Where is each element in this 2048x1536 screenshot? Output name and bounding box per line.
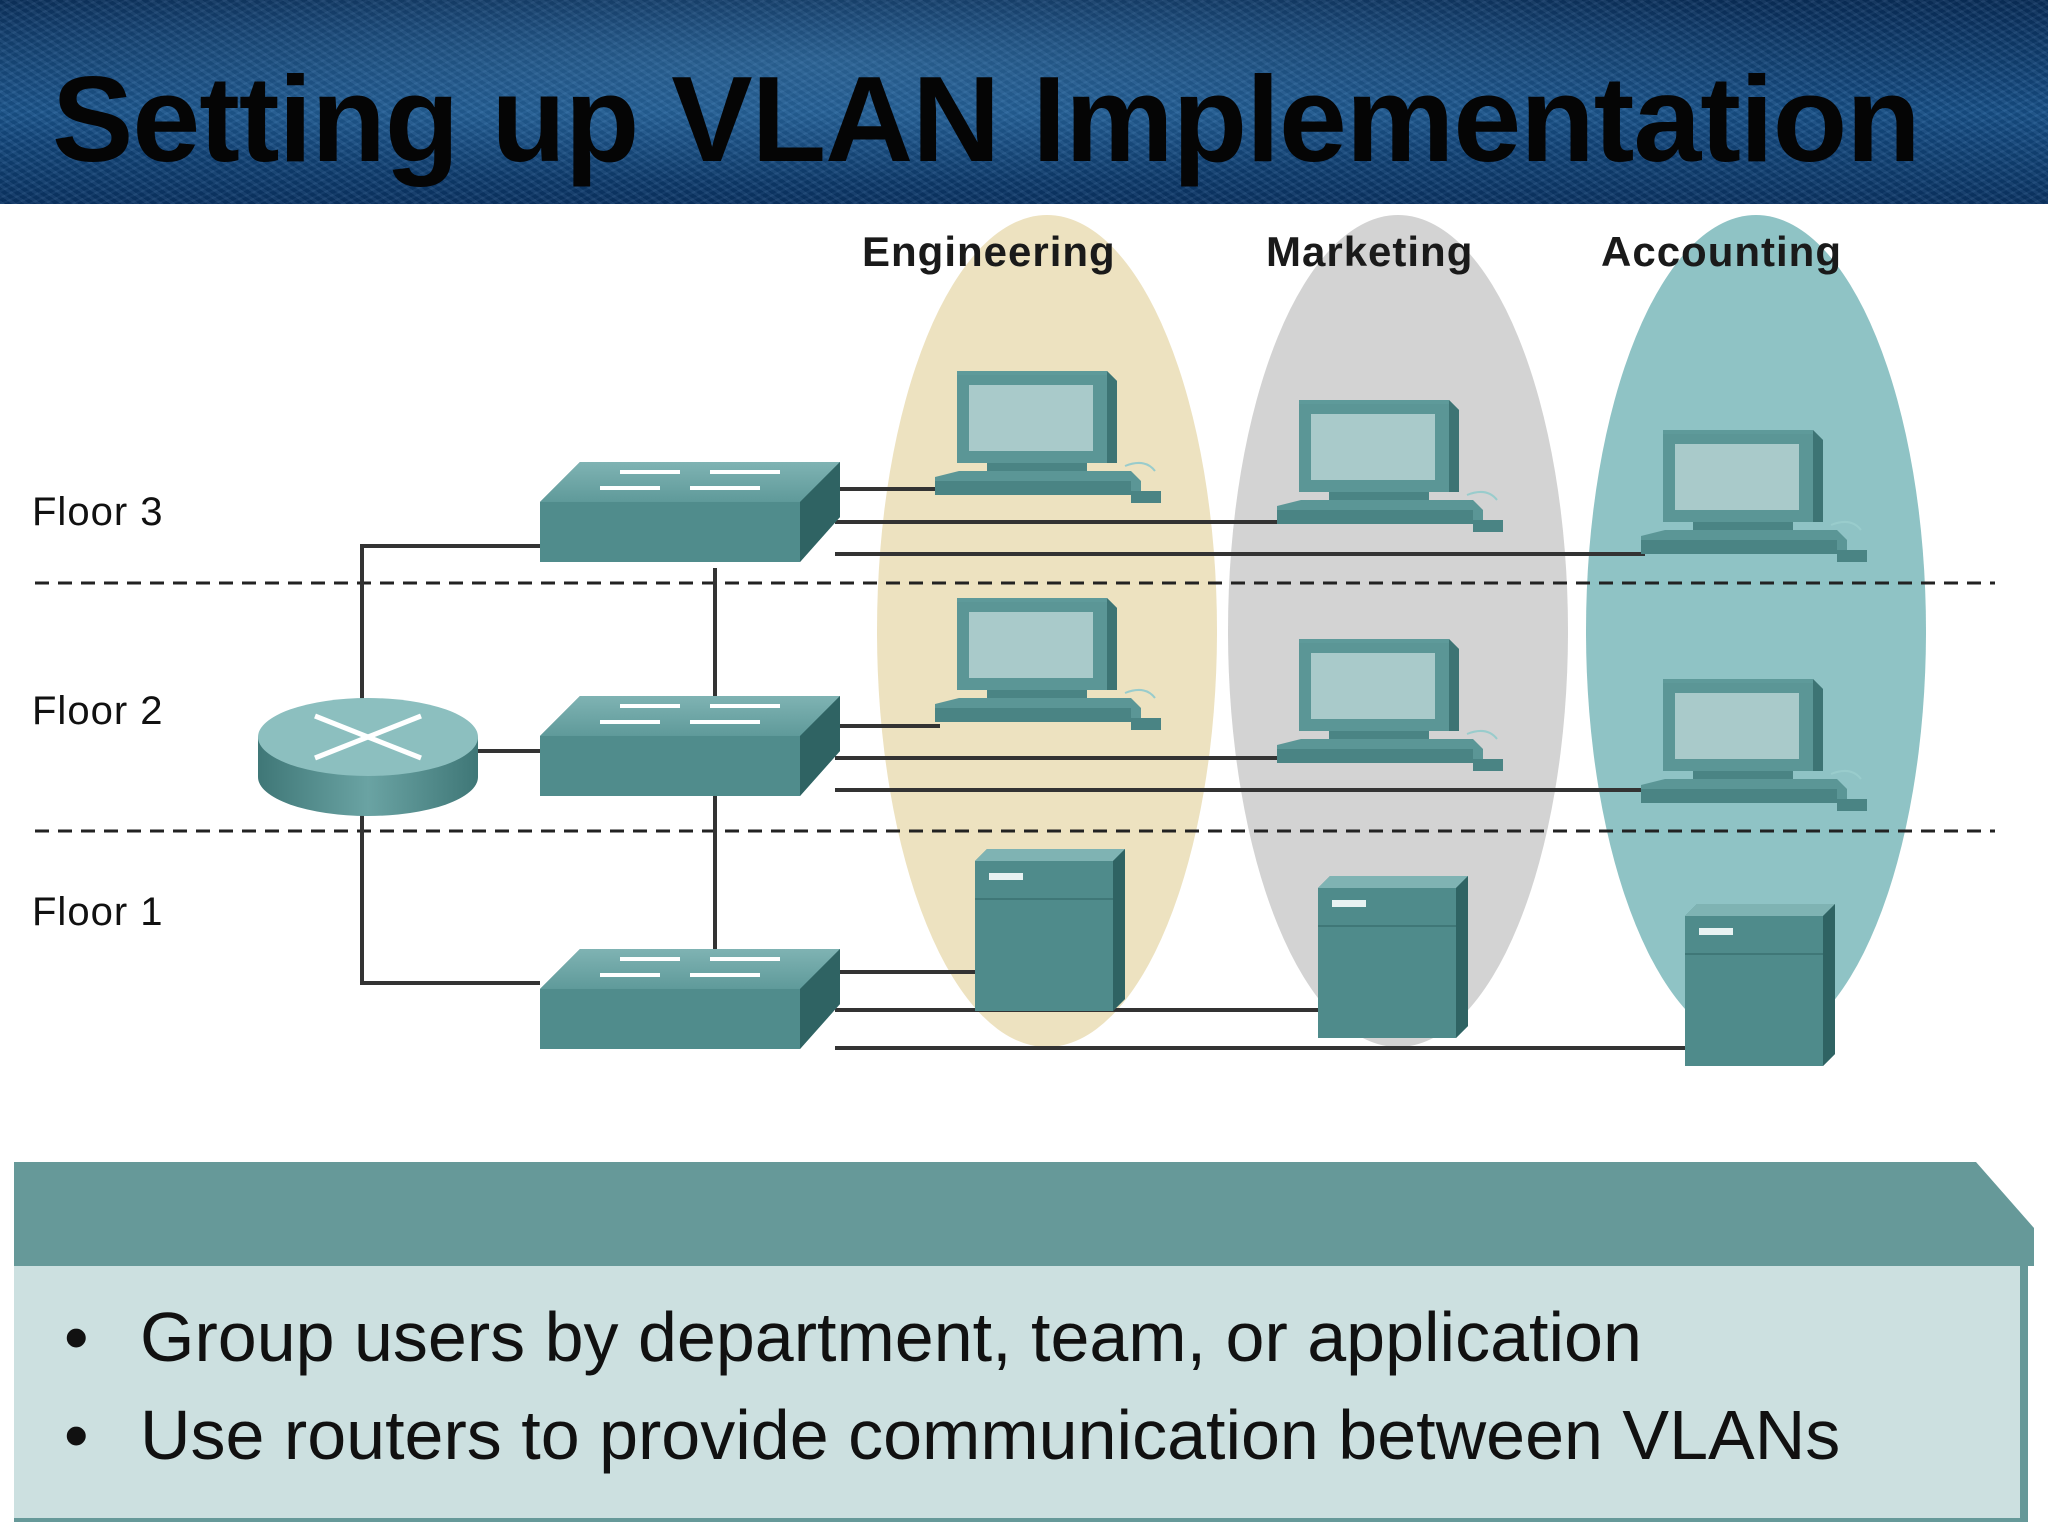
server-icon [1317,875,1469,1039]
bullet-text: Group users by department, team, or appl… [140,1298,1642,1376]
floor-label-3: Floor 3 [32,490,164,534]
floor-label-2: Floor 2 [32,689,164,733]
switch-icon [538,947,842,1051]
bullet-item: • Group users by department, team, or app… [64,1288,1840,1386]
router-icon [258,698,478,816]
server-icon [1684,903,1836,1067]
server-icon [974,848,1126,1012]
bullet-list: • Group users by department, team, or app… [64,1288,1840,1484]
page-title: Setting up VLAN Implementation [52,51,1921,187]
bullet-text: Use routers to provide communication bet… [140,1396,1841,1474]
bullet-icon: • [64,1396,89,1474]
bullet-icon: • [64,1298,89,1376]
vlan-accounting-zone [1586,215,1926,1047]
dept-label-engineering: Engineering [862,228,1116,275]
dept-label-accounting: Accounting [1601,228,1842,275]
switch-icon [538,694,842,798]
summary-panel-body: • Group users by department, team, or app… [14,1266,2028,1522]
switch-icon [538,460,842,564]
summary-panel-header [14,1162,2034,1266]
floor-label-1: Floor 1 [32,890,164,934]
summary-panel: • Group users by department, team, or app… [14,1162,2034,1522]
dept-label-marketing: Marketing [1266,228,1473,275]
network-cabling [360,487,1685,1050]
title-banner: Setting up VLAN Implementation [0,0,2048,204]
bullet-item: • Use routers to provide communication be… [64,1386,1840,1484]
vlan-diagram: Engineering Marketing Accounting Floor 3… [32,215,1995,1067]
